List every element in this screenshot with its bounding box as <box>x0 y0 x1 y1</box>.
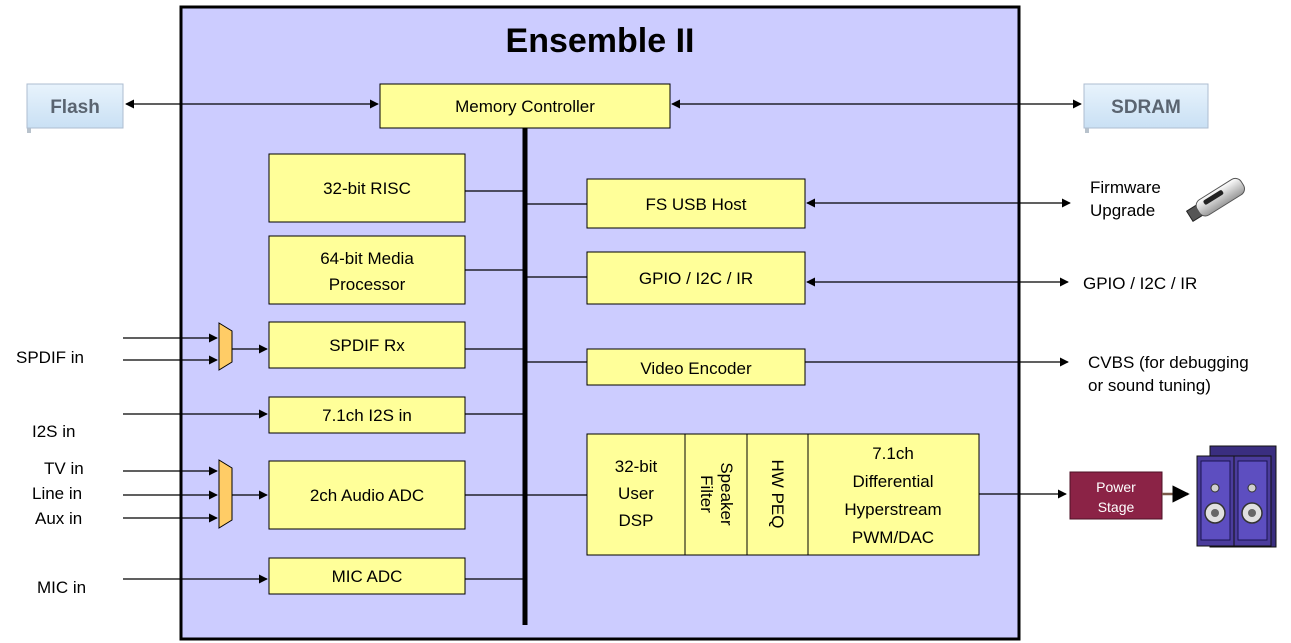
hw-peq-label: HW PEQ <box>768 460 787 529</box>
speaker-pair-icon <box>1196 445 1277 548</box>
spdif-rx-block <box>268 321 466 369</box>
tv-in-label: TV in <box>44 459 84 478</box>
media-label-line2: Processor <box>329 275 406 294</box>
hw-peq-block <box>746 433 809 556</box>
user-dsp-line2: User <box>618 484 654 503</box>
video-encoder-label: Video Encoder <box>640 359 752 378</box>
spdif-in-label: SPDIF in <box>16 348 84 367</box>
sdram-box: SDRAM <box>1083 83 1209 133</box>
pwm-line4: PWM/DAC <box>852 528 934 547</box>
line-in-label: Line in <box>32 484 82 503</box>
firmware-label-line1: Firmware <box>1090 178 1161 197</box>
sdram-label: SDRAM <box>1111 97 1181 118</box>
pwm-line2: Differential <box>853 472 934 491</box>
mic-in-label: MIC in <box>37 578 86 597</box>
user-dsp-line3: DSP <box>619 511 654 530</box>
aux-in-label: Aux in <box>35 509 82 528</box>
audio-adc-block <box>268 460 466 530</box>
pwm-dac-block <box>807 433 980 556</box>
mic-adc-block <box>268 557 466 595</box>
media-label-line1: 64-bit Media <box>320 249 414 268</box>
usb-stick-icon <box>1185 177 1246 223</box>
risc-label: 32-bit RISC <box>323 179 411 198</box>
spdif-rx-label: SPDIF Rx <box>329 336 405 355</box>
i2s-in-label: I2S in <box>32 422 75 441</box>
adc-mux <box>218 459 233 529</box>
power-stage-line2: Stage <box>1098 499 1135 515</box>
speaker-filter-line1: Speaker <box>717 462 736 526</box>
media-processor-block <box>268 235 466 305</box>
gpio-output-label: GPIO / I2C / IR <box>1083 274 1197 293</box>
mic-adc-label: MIC ADC <box>332 567 403 586</box>
power-stage-block: Power Stage <box>1069 471 1163 520</box>
speaker-filter-block <box>684 433 748 556</box>
i2s-block <box>268 396 466 434</box>
user-dsp-block <box>586 433 686 556</box>
usb-host-label: FS USB Host <box>645 195 746 214</box>
pwm-line1: 7.1ch <box>872 444 914 463</box>
firmware-label-line2: Upgrade <box>1090 201 1155 220</box>
power-stage-line1: Power <box>1096 479 1136 495</box>
user-dsp-line1: 32-bit <box>615 457 658 476</box>
video-encoder-block <box>586 348 806 386</box>
pwm-line3: Hyperstream <box>844 500 941 519</box>
speaker-filter-line2: Filter <box>697 475 716 513</box>
chip-title: Ensemble II <box>506 22 695 60</box>
i2s-block-label: 7.1ch I2S in <box>322 406 412 425</box>
audio-adc-label: 2ch Audio ADC <box>310 486 424 505</box>
memory-controller-block <box>379 83 671 129</box>
dsp-chain: 32-bit User DSP Speaker Filter HW PEQ 7.… <box>586 433 980 556</box>
flash-label: Flash <box>50 97 100 118</box>
spdif-mux <box>218 322 233 371</box>
risc-block <box>268 153 466 223</box>
gpio-block <box>586 251 806 305</box>
cvbs-label-line1: CVBS (for debugging <box>1088 353 1249 372</box>
cvbs-label-line2: or sound tuning) <box>1088 376 1211 395</box>
gpio-label: GPIO / I2C / IR <box>639 269 753 288</box>
memory-controller-label: Memory Controller <box>455 97 595 116</box>
flash-box: Flash <box>26 83 124 133</box>
